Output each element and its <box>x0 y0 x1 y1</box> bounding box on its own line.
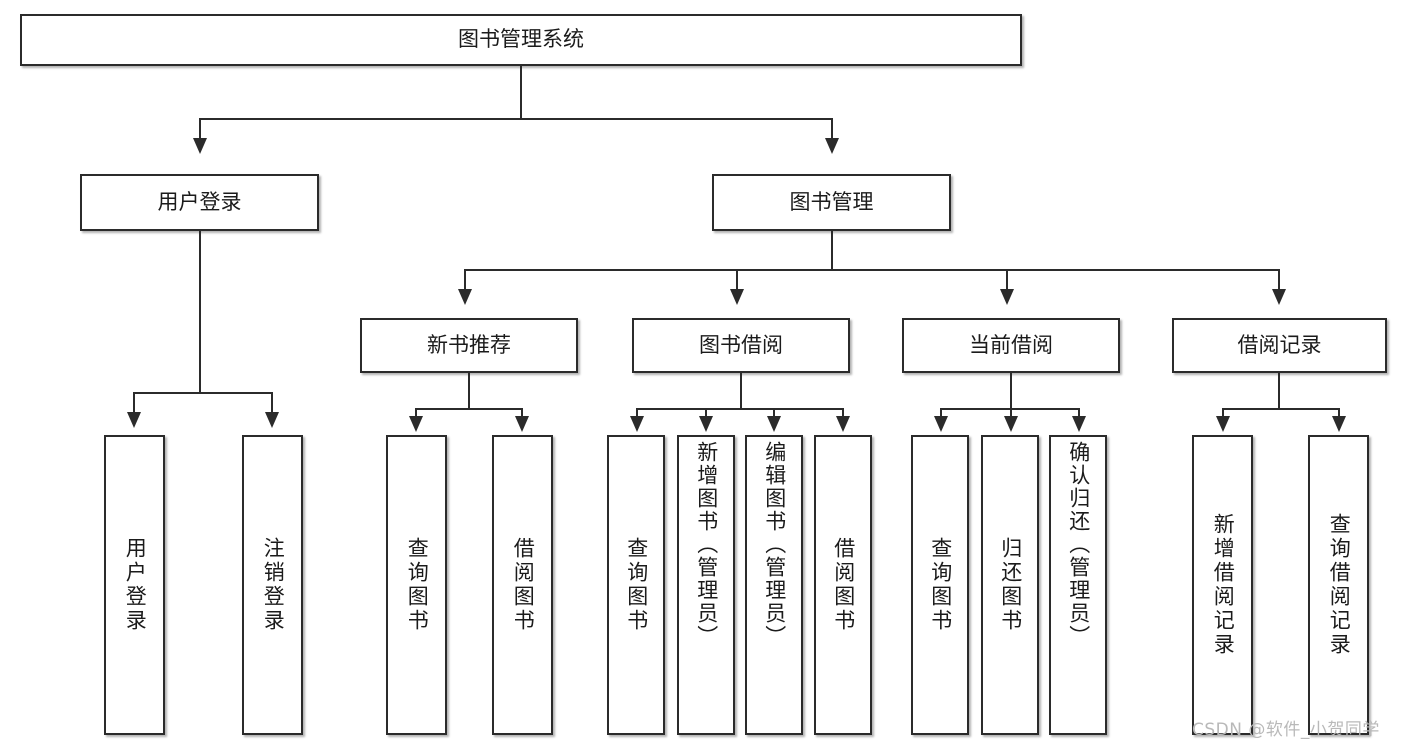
leaf-current-borrow-confirm[interactable]: 确认归还（管理员） <box>1049 435 1107 735</box>
leaf-book-borrow-borrow[interactable]: 借阅图书 <box>814 435 872 735</box>
connector-book-borrow-bus <box>636 408 844 410</box>
leaf-user-login-login-label: 用户登录 <box>123 537 148 633</box>
node-new-book[interactable]: 新书推荐 <box>360 318 578 373</box>
node-borrow-record[interactable]: 借阅记录 <box>1172 318 1387 373</box>
connector-book-borrow-stem <box>740 373 742 408</box>
leaf-user-login-logout-label: 注销登录 <box>261 537 286 633</box>
node-root[interactable]: 图书管理系统 <box>20 14 1022 66</box>
connector-current-borrow-drop-3 <box>1078 408 1080 418</box>
connector-book-borrow-drop-1 <box>636 408 638 418</box>
connector-borrow-record-bus <box>1222 408 1340 410</box>
leaf-user-login-logout[interactable]: 注销登录 <box>242 435 303 735</box>
connector-current-borrow-drop-1 <box>940 408 942 418</box>
connector-new-book-drop-2 <box>521 408 523 418</box>
connector-current-borrow-stem <box>1010 373 1012 408</box>
connector-book-manage-drop-1 <box>464 269 466 291</box>
leaf-new-book-borrow[interactable]: 借阅图书 <box>492 435 553 735</box>
connector-root-drop-2 <box>831 118 833 140</box>
arrow-leaf-user-login-1 <box>127 412 141 428</box>
arrow-leaf-book-borrow-1 <box>630 416 644 432</box>
leaf-book-borrow-edit[interactable]: 编辑图书（管理员） <box>745 435 803 735</box>
leaf-book-borrow-add[interactable]: 新增图书（管理员） <box>677 435 735 735</box>
arrow-leaf-book-borrow-4 <box>836 416 850 432</box>
arrow-to-user-login <box>193 138 207 154</box>
arrow-leaf-book-borrow-3 <box>767 416 781 432</box>
node-current-borrow[interactable]: 当前借阅 <box>902 318 1120 373</box>
leaf-current-borrow-query-label: 查询图书 <box>928 537 953 633</box>
leaf-borrow-record-add[interactable]: 新增借阅记录 <box>1192 435 1253 735</box>
node-current-borrow-label: 当前借阅 <box>969 332 1053 357</box>
leaf-book-borrow-query[interactable]: 查询图书 <box>607 435 665 735</box>
node-root-label: 图书管理系统 <box>458 27 584 52</box>
connector-user-login-stem <box>199 231 201 392</box>
node-borrow-record-label: 借阅记录 <box>1237 332 1322 357</box>
connector-book-borrow-drop-2 <box>705 408 707 418</box>
connector-book-manage-bus <box>464 269 1280 271</box>
connector-root-bus <box>199 118 833 120</box>
leaf-current-borrow-query[interactable]: 查询图书 <box>911 435 969 735</box>
connector-book-borrow-drop-4 <box>842 408 844 418</box>
arrow-leaf-current-borrow-3 <box>1072 416 1086 432</box>
leaf-book-borrow-add-label: 新增图书（管理员） <box>694 441 719 648</box>
connector-new-book-drop-1 <box>415 408 417 418</box>
arrow-to-new-book <box>458 289 472 305</box>
leaf-new-book-borrow-label: 借阅图书 <box>511 537 536 633</box>
leaf-current-borrow-return[interactable]: 归还图书 <box>981 435 1039 735</box>
connector-current-borrow-drop-2 <box>1010 408 1012 418</box>
node-user-login-label: 用户登录 <box>157 189 242 214</box>
arrow-leaf-user-login-2 <box>265 412 279 428</box>
leaf-borrow-record-query[interactable]: 查询借阅记录 <box>1308 435 1369 735</box>
connector-borrow-record-drop-1 <box>1222 408 1224 418</box>
node-book-manage-label: 图书管理 <box>789 189 874 214</box>
leaf-book-borrow-borrow-label: 借阅图书 <box>831 537 856 633</box>
connector-borrow-record-drop-2 <box>1338 408 1340 418</box>
arrow-to-book-borrow <box>730 289 744 305</box>
arrow-to-book-manage <box>825 138 839 154</box>
connector-user-login-bus <box>133 392 271 394</box>
leaf-current-borrow-confirm-label: 确认归还（管理员） <box>1066 441 1091 648</box>
node-new-book-label: 新书推荐 <box>427 332 511 357</box>
connector-borrow-record-stem <box>1278 373 1280 408</box>
arrow-leaf-borrow-record-1 <box>1216 416 1230 432</box>
connector-book-manage-drop-2 <box>736 269 738 291</box>
arrow-leaf-current-borrow-2 <box>1004 416 1018 432</box>
connector-book-manage-drop-3 <box>1006 269 1008 291</box>
arrow-leaf-new-book-2 <box>515 416 529 432</box>
leaf-user-login-login[interactable]: 用户登录 <box>104 435 165 735</box>
arrow-leaf-new-book-1 <box>409 416 423 432</box>
leaf-new-book-query[interactable]: 查询图书 <box>386 435 447 735</box>
connector-root-stem <box>520 66 522 118</box>
connector-new-book-bus <box>415 408 523 410</box>
arrow-to-current-borrow <box>1000 289 1014 305</box>
leaf-new-book-query-label: 查询图书 <box>405 537 430 633</box>
arrow-leaf-current-borrow-1 <box>934 416 948 432</box>
connector-book-manage-drop-4 <box>1278 269 1280 291</box>
connector-root-drop-1 <box>199 118 201 140</box>
node-book-borrow[interactable]: 图书借阅 <box>632 318 850 373</box>
leaf-borrow-record-add-label: 新增借阅记录 <box>1211 513 1236 657</box>
connector-user-login-drop-1 <box>133 392 135 414</box>
arrow-leaf-borrow-record-2 <box>1332 416 1346 432</box>
connector-book-borrow-drop-3 <box>773 408 775 418</box>
node-book-borrow-label: 图书借阅 <box>699 332 783 357</box>
connector-user-login-drop-2 <box>271 392 273 414</box>
leaf-current-borrow-return-label: 归还图书 <box>998 537 1023 633</box>
arrow-leaf-book-borrow-2 <box>699 416 713 432</box>
leaf-borrow-record-query-label: 查询借阅记录 <box>1327 513 1352 657</box>
node-user-login[interactable]: 用户登录 <box>80 174 319 231</box>
node-book-manage[interactable]: 图书管理 <box>712 174 951 231</box>
connector-new-book-stem <box>468 373 470 408</box>
leaf-book-borrow-query-label: 查询图书 <box>624 537 649 633</box>
leaf-book-borrow-edit-label: 编辑图书（管理员） <box>762 441 787 648</box>
connector-book-manage-stem <box>831 231 833 269</box>
arrow-to-borrow-record <box>1272 289 1286 305</box>
